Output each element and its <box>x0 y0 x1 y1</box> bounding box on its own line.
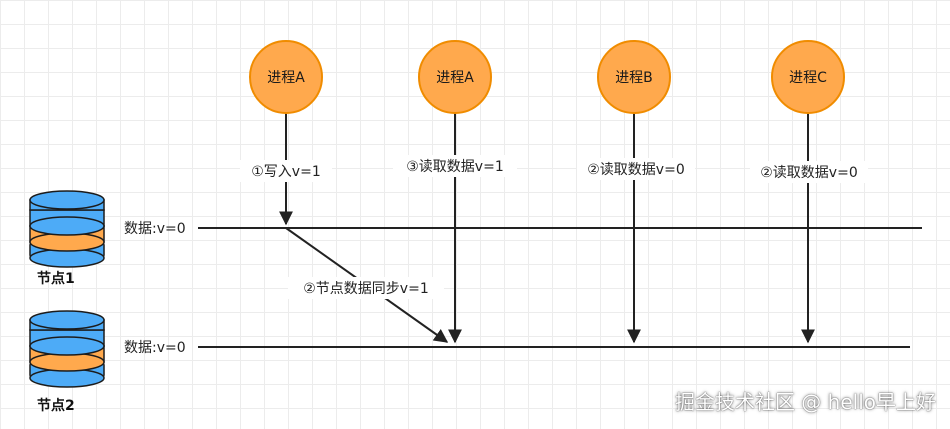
process-node-2: 进程A <box>418 40 492 114</box>
step-label-bg <box>750 161 868 183</box>
process-node-3: 进程B <box>597 40 671 114</box>
process-node-4: 进程C <box>771 40 845 114</box>
process-label: 进程B <box>615 70 653 86</box>
step-label-3: ②读取数据v=0 <box>587 161 684 178</box>
database-icon <box>29 190 105 268</box>
node1-label: 节点1 <box>37 270 75 287</box>
node2-data-label: 数据:v=0 <box>124 340 186 356</box>
process-label: 进程A <box>267 70 305 86</box>
node1-data-label: 数据:v=0 <box>124 221 186 237</box>
step-label-bg <box>240 160 332 182</box>
process-node-1: 进程A <box>249 40 323 114</box>
watermark: 掘金技术社区 @ hello早上好 <box>674 390 936 414</box>
sync-label: ②节点数据同步v=1 <box>303 281 428 297</box>
step-label-4: ②读取数据v=0 <box>760 164 857 181</box>
step-label-bg <box>577 158 695 180</box>
node2-label: 节点2 <box>37 397 75 414</box>
step-label-bg <box>393 155 517 177</box>
step-label-1: ①写入v=1 <box>251 164 320 180</box>
step-label-2: ③读取数据v=1 <box>406 158 503 175</box>
sync-label-bg <box>288 277 444 299</box>
process-label: 进程C <box>789 70 827 86</box>
process-label: 进程A <box>436 70 474 86</box>
database-icon <box>29 310 105 388</box>
